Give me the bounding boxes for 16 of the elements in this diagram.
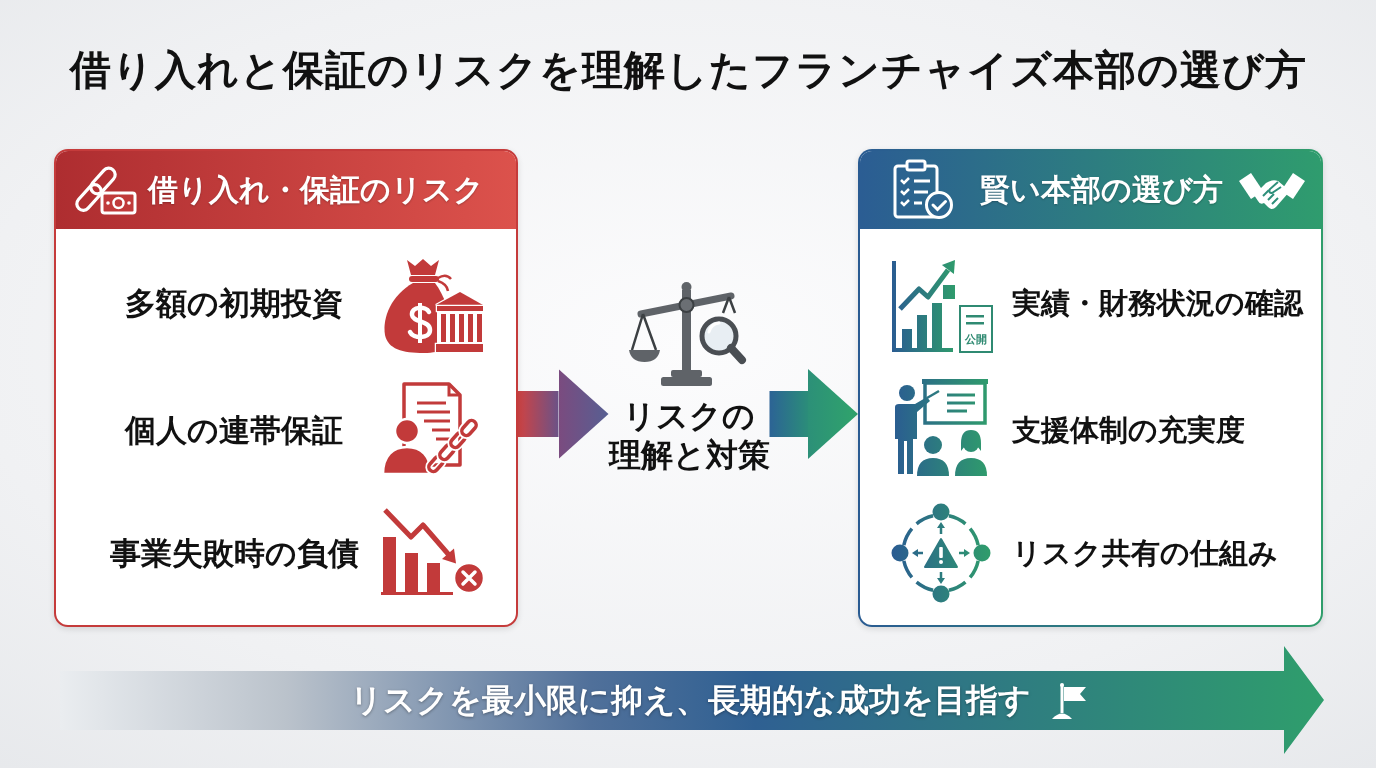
risk-panel [54,149,518,627]
diagram-title: 借り入れと保証のリスクを理解したフランチャイズ本部の選び方 [69,45,1307,96]
block-arrow [518,369,609,459]
list-item-text: 個人の連帯保証 [125,411,343,450]
document-tag: 公開 [959,305,993,353]
panel-heading: 借り入れ・保証のリスク [148,171,484,209]
selection-panel [858,149,1323,627]
list-item-text: 実績・財務状況の確認 [1012,285,1303,322]
list-item-text: 多額の初期投資 [125,284,343,323]
goal-text: リスクを最小限に抑え、長期的な成功を目指す [350,680,1031,721]
list-item-text: リスク共有の仕組み [1012,535,1278,572]
panel-heading: 賢い本部の選び方 [980,171,1223,209]
list-item-text: 支援体制の充実度 [1012,412,1245,449]
block-arrow [769,369,857,459]
center-label: リスクの理解と対策 [608,397,770,475]
list-item-text: 事業失敗時の負債 [109,534,359,573]
